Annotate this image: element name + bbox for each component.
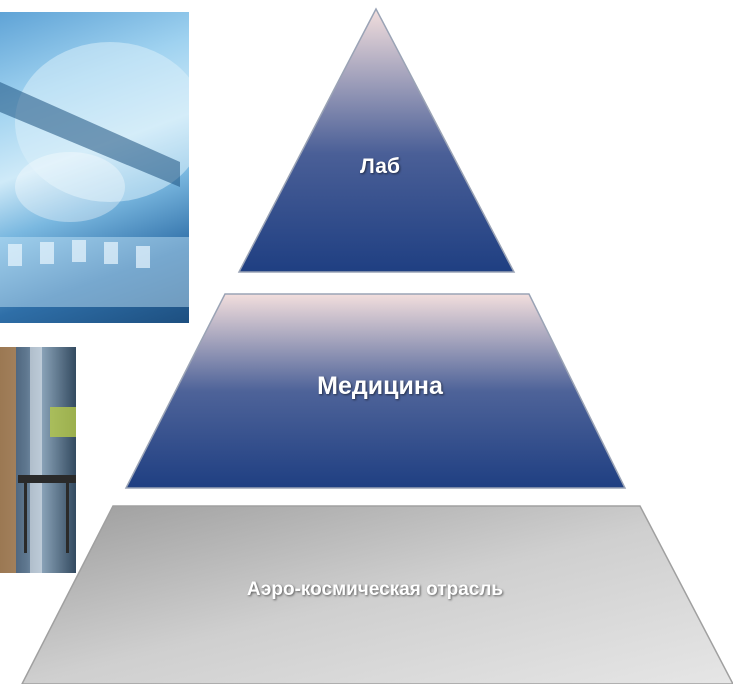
tier-label-middle: Медицина	[317, 372, 443, 400]
pyramid-tier-bottom	[21, 505, 733, 684]
tier-label-bottom: Аэро-космическая отрасль	[246, 579, 504, 600]
room-interior-photo	[0, 347, 76, 573]
pyramid-tier-top	[237, 7, 516, 273]
tier-label-top: Лаб	[360, 155, 400, 178]
pyramid-tier-middle	[124, 293, 627, 489]
lab-worker-photo	[0, 12, 189, 323]
